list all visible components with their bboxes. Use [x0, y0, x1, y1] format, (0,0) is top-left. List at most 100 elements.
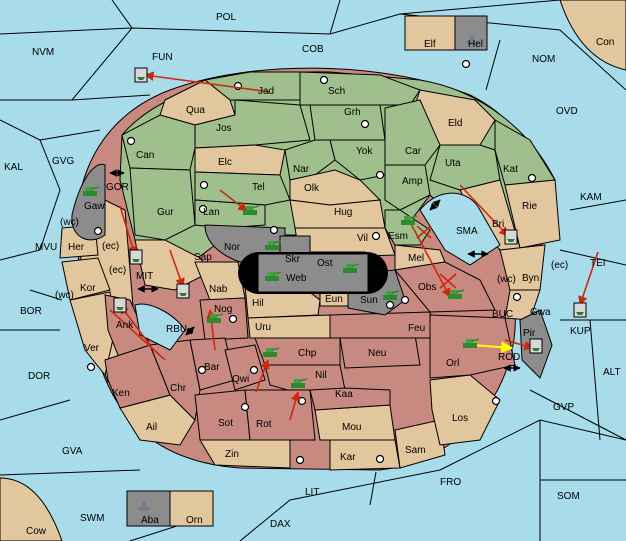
sea-label: OVD	[556, 106, 578, 117]
sea-label: RBU	[166, 324, 187, 335]
region-ken[interactable]	[104, 344, 171, 409]
ship-icon	[504, 229, 518, 245]
region-label: Eld	[448, 118, 462, 129]
region-label: Eun	[325, 294, 343, 305]
sea-label: MVU	[35, 242, 57, 253]
region-label: Kar	[340, 452, 356, 463]
region-label: Kaa	[335, 389, 353, 400]
sea-label: GVA	[62, 446, 83, 457]
region-rie[interactable]	[504, 179, 561, 249]
region-label: Gaw	[84, 201, 105, 212]
sea-label: COB	[302, 44, 324, 55]
order-arrow	[119, 205, 138, 256]
region-kaa[interactable]	[309, 387, 391, 411]
tank-icon	[383, 290, 400, 300]
sea-label: FRO	[440, 477, 461, 488]
supply-center-dot-icon	[228, 314, 238, 324]
region-label: Orn	[186, 515, 203, 526]
region-gur[interactable]	[129, 167, 196, 241]
region-hug[interactable]	[289, 199, 386, 229]
region-sot[interactable]	[194, 389, 251, 441]
ship-icon	[129, 249, 143, 265]
failed-order-marks	[416, 225, 457, 289]
supply-center-dot-icon	[197, 365, 207, 375]
order-arrow	[144, 71, 271, 93]
region-sch[interactable]	[299, 71, 421, 106]
supply-center-dot-icon	[198, 204, 208, 214]
region-label: Hil	[252, 298, 264, 309]
region-label: Yok	[356, 146, 373, 157]
ship-icon	[529, 338, 543, 354]
region-label: Los	[452, 413, 468, 424]
supply-center-dot-icon	[295, 455, 305, 465]
fleet-units	[113, 36, 587, 511]
supply-center-dot-icon	[86, 362, 96, 372]
region-label: Gwa	[530, 307, 551, 318]
region-label: Kat	[503, 164, 518, 175]
region-qwi[interactable]	[224, 344, 266, 391]
coast-label: (ec)	[102, 241, 119, 252]
supply-center-dot-icon	[385, 300, 395, 310]
region-kat[interactable]	[494, 119, 556, 186]
region-tel[interactable]	[194, 171, 291, 206]
sea-label: BUC	[492, 309, 513, 320]
coast-label: (wc)	[497, 274, 516, 285]
region-label: Her	[68, 242, 85, 253]
region-label: Grh	[344, 107, 361, 118]
region-amp[interactable]	[384, 164, 431, 211]
order-arrow	[459, 184, 509, 237]
region-label: Chr	[170, 383, 187, 394]
region-label: Pir	[523, 328, 536, 339]
support-arrow	[471, 341, 514, 354]
region-rot[interactable]	[244, 389, 316, 441]
region-label: Nar	[293, 164, 310, 175]
order-arrow	[219, 189, 248, 212]
tank-icon	[463, 338, 480, 348]
region-label: Nog	[214, 304, 232, 315]
region-sam[interactable]	[394, 419, 446, 469]
region-label: Jos	[216, 123, 232, 134]
region-gaw[interactable]	[71, 163, 106, 241]
region-label: Rie	[522, 201, 537, 212]
ship-icon	[573, 302, 587, 318]
region-elc[interactable]	[194, 144, 286, 176]
supply-center-dot-icon	[126, 136, 136, 146]
order-arrow	[169, 249, 185, 288]
region-orn[interactable]	[169, 490, 214, 527]
region-label: Ost	[317, 258, 333, 269]
region-label: Byn	[522, 273, 539, 284]
region-label: Can	[136, 150, 154, 161]
region-elf[interactable]	[404, 15, 456, 51]
region-label: Ank	[116, 320, 134, 331]
supply-centers	[86, 59, 537, 465]
region-label: Uta	[445, 158, 461, 169]
tank-icon	[343, 263, 360, 273]
sea-label: TEI	[590, 258, 606, 269]
sea-label: ALT	[603, 367, 621, 378]
coast-labels: (wc) (ec) (ec) (wc) (wc) (ec)	[55, 217, 568, 301]
ship-icon	[134, 67, 148, 83]
order-arrow	[289, 391, 301, 421]
region-kor[interactable]	[61, 257, 111, 301]
sea-rbu-channel[interactable]	[134, 303, 186, 351]
order-arrow	[109, 309, 166, 361]
region-label: Olk	[304, 183, 320, 194]
convoy-links	[109, 169, 521, 372]
order-arrow	[578, 251, 599, 306]
region-label: Bar	[204, 362, 220, 373]
region-label: Ken	[112, 388, 130, 399]
region-label: Mel	[408, 253, 424, 264]
region-label: Sam	[405, 445, 426, 456]
supply-center-dot-icon	[375, 454, 385, 464]
region-ver[interactable]	[69, 291, 116, 377]
sea-label: KAL	[4, 162, 23, 173]
region-label: Qwi	[232, 374, 249, 385]
sea-label: DOR	[28, 371, 50, 382]
region-label: Car	[405, 146, 422, 157]
region-label: Jad	[258, 86, 274, 97]
army-units	[83, 186, 480, 388]
region-label: Ail	[146, 422, 157, 433]
region-label: Nor	[224, 242, 241, 253]
region-car[interactable]	[384, 99, 441, 166]
